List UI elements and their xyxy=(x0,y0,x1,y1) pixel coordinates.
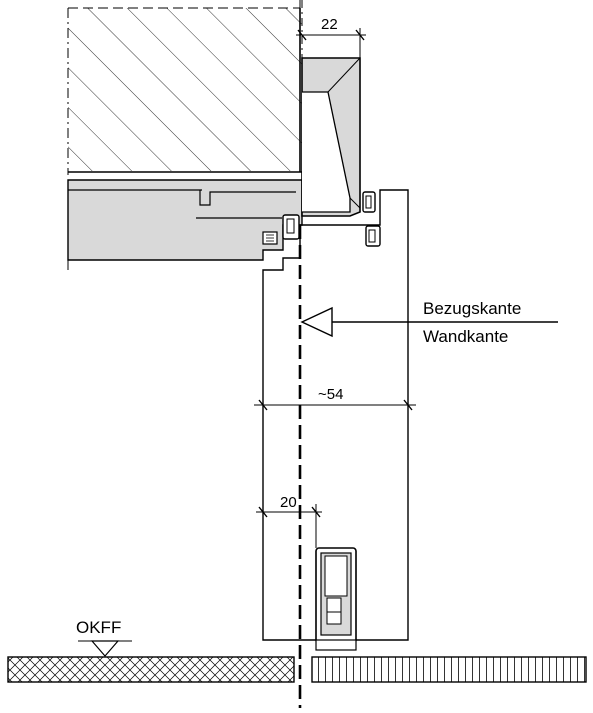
masonry-wall xyxy=(67,0,302,175)
label-wandkante: Wandkante xyxy=(423,327,508,346)
floor-finish xyxy=(7,656,587,683)
dimension-label-20: 20 xyxy=(280,494,297,511)
label-bezugskante: Bezugskante xyxy=(423,299,521,318)
floor-guide xyxy=(315,547,357,651)
label-okff: OKFF xyxy=(76,618,121,637)
brush-seals xyxy=(262,191,381,247)
door-leaf xyxy=(262,189,409,641)
dimension-axis-offset xyxy=(256,504,322,548)
dimension-panel-width xyxy=(254,399,416,411)
dimension-label-22: 22 xyxy=(321,16,338,33)
dimension-top xyxy=(296,28,366,58)
floor-level-marker xyxy=(90,640,120,657)
reference-edge-arrow xyxy=(300,306,558,338)
dimension-label-54: ~54 xyxy=(318,386,343,403)
wall-lining xyxy=(67,179,303,272)
door-frame-profile xyxy=(301,57,361,217)
